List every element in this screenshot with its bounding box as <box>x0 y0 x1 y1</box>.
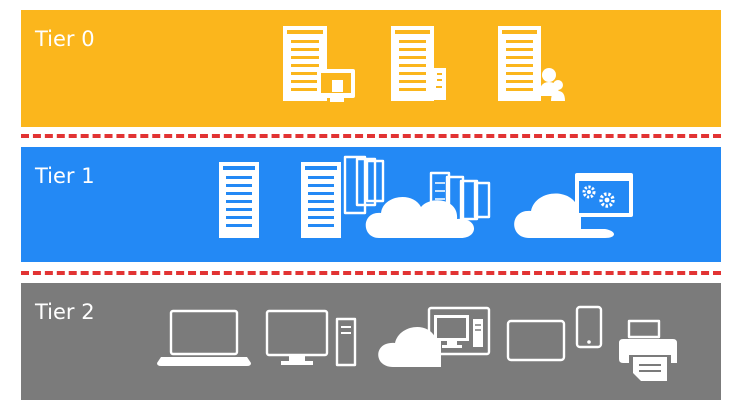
cloud-server-cluster-icon <box>365 171 491 238</box>
server-with-admin-console-icon <box>283 26 355 102</box>
cloud-application-settings-icon <box>514 173 633 238</box>
cloud-virtual-desktop-icon <box>378 306 491 367</box>
tier-1-label: Tier 1 <box>35 164 95 188</box>
tier-divider-1 <box>21 134 721 138</box>
tier-0-band: Tier 0 <box>21 10 721 127</box>
server-with-certificate-icon <box>391 26 446 101</box>
tier-1-band: Tier 1 <box>21 147 721 262</box>
smartphone-icon <box>575 305 603 349</box>
server-cluster-icon <box>301 155 385 238</box>
tier-2-label: Tier 2 <box>35 300 95 324</box>
laptop-icon <box>157 309 251 366</box>
tier-0-label: Tier 0 <box>35 27 95 51</box>
tablet-icon <box>506 319 566 362</box>
tier-2-band: Tier 2 <box>21 283 721 400</box>
server-icon <box>219 162 259 238</box>
server-with-users-icon <box>498 26 565 101</box>
desktop-pc-icon <box>265 309 357 367</box>
printer-icon <box>619 319 677 381</box>
tier-divider-2 <box>21 271 721 275</box>
